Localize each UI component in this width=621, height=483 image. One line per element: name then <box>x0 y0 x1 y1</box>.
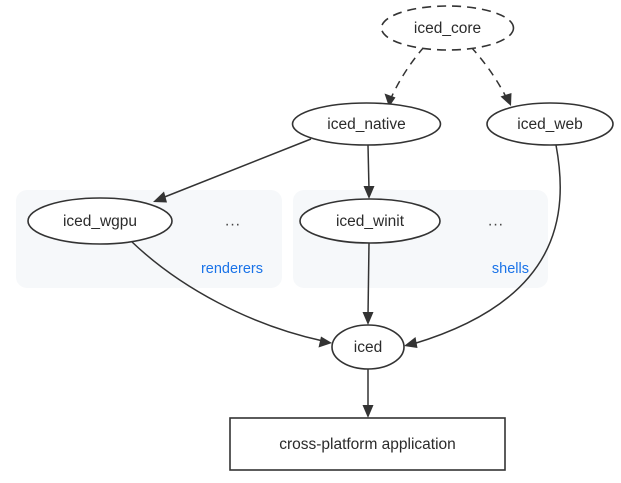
arrow-head <box>404 337 418 348</box>
edge-line <box>130 240 324 342</box>
node-iced-shape[interactable] <box>331 324 405 370</box>
node-iced_web[interactable]: iced_web <box>486 102 614 146</box>
node-iced_core-shape[interactable] <box>380 5 515 51</box>
node-cross-platform-application-label: cross-platform application <box>279 436 456 453</box>
arrow-head <box>384 93 396 107</box>
edge-line <box>367 242 370 317</box>
arrow-head <box>318 336 332 348</box>
arrow-head <box>362 405 374 418</box>
arrow-head <box>153 191 167 203</box>
node-iced_native-label: iced_native <box>327 116 405 133</box>
edge-line <box>412 144 561 345</box>
edge-line <box>161 138 312 199</box>
node-iced_winit-label: iced_winit <box>336 213 405 230</box>
edge-iced_core-to-iced_web <box>470 46 512 106</box>
shells-more-label: ... <box>488 213 504 230</box>
edge-iced_web-to-iced <box>404 144 561 348</box>
cluster-shells-label: shells <box>492 261 529 277</box>
node-iced_wgpu-shape[interactable] <box>27 197 173 245</box>
edge-iced_native-to-iced_wgpu <box>153 138 312 203</box>
edge-iced-to-app <box>362 369 374 418</box>
node-iced_wgpu[interactable]: iced_wgpu <box>27 197 173 245</box>
arrow-head <box>362 312 374 325</box>
node-cross-platform-application[interactable]: cross-platform application <box>229 417 506 471</box>
node-iced_native-shape[interactable] <box>291 102 442 146</box>
edge-line <box>470 46 507 98</box>
edge-iced_winit-to-iced <box>362 242 374 325</box>
node-iced[interactable]: iced <box>331 324 405 370</box>
edge-iced_wgpu-to-iced <box>130 240 332 348</box>
node-iced_web-label: iced_web <box>517 116 583 133</box>
cluster-renderers-label: renderers <box>201 261 263 277</box>
edge-line <box>390 46 425 99</box>
node-iced_core[interactable]: iced_core <box>380 5 515 51</box>
edge-iced_native-to-iced_winit <box>363 144 375 199</box>
node-iced_core-label: iced_core <box>414 20 481 37</box>
node-iced_winit[interactable]: iced_winit <box>299 198 441 244</box>
edge-line <box>367 144 370 191</box>
node-iced_wgpu-label: iced_wgpu <box>63 213 137 230</box>
node-iced_native[interactable]: iced_native <box>291 102 442 146</box>
arrow-head <box>500 93 512 106</box>
node-iced_winit-shape[interactable] <box>299 198 441 244</box>
node-cross-platform-application-shape[interactable] <box>229 417 506 471</box>
node-iced_web-shape[interactable] <box>486 102 614 146</box>
arrow-head <box>363 186 375 199</box>
node-iced-label: iced <box>354 339 382 356</box>
renderers-more-label: ... <box>225 213 241 230</box>
edge-iced_core-to-iced_native <box>384 46 425 107</box>
